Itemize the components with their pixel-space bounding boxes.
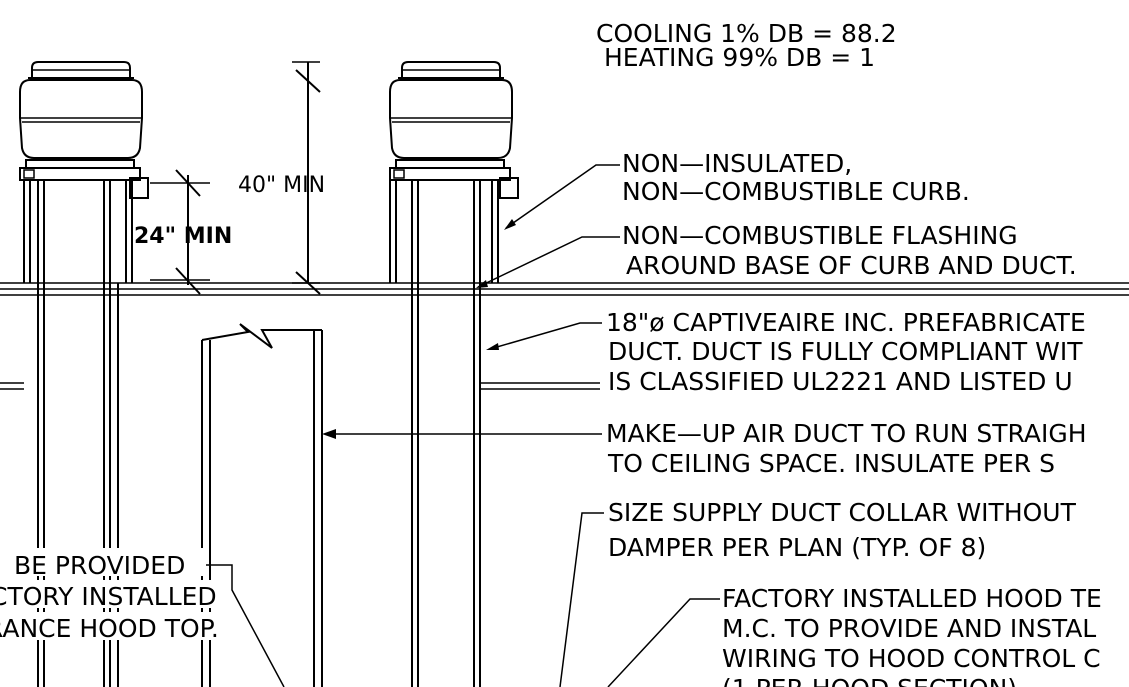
left-note: BE PROVIDED CTORY INSTALLED RANCE HOOD T… [0, 548, 285, 687]
hood-temp-note-line2: M.C. TO PROVIDE AND INSTAL [722, 614, 1096, 643]
left-note-line1: BE PROVIDED [14, 551, 185, 580]
dimension-24-label: 24" MIN [134, 224, 232, 249]
curb-note: NON—INSULATED, NON—COMBUSTIBLE CURB. [504, 149, 970, 230]
supply-collar-note-line2: DAMPER PER PLAN (TYP. OF 8) [608, 533, 986, 562]
dimension-24-min: 24" MIN [134, 169, 232, 295]
hood-temp-note: FACTORY INSTALLED HOOD TE M.C. TO PROVID… [607, 584, 1102, 687]
grease-duct-note-line2: DUCT. DUCT IS FULLY COMPLIANT WIT [608, 337, 1083, 366]
cooling-design-label: COOLING 1% DB = 88.2 [596, 19, 897, 48]
heating-design-label: HEATING 99% DB = 1 [604, 43, 875, 72]
hood-temp-note-line4: (1 PER HOOD SECTION) [722, 674, 1017, 687]
makeup-air-note-line1: MAKE—UP AIR DUCT TO RUN STRAIGH [606, 419, 1087, 448]
ceiling-line [0, 382, 600, 390]
left-exhaust-fan [19, 61, 149, 199]
hood-temp-note-line1: FACTORY INSTALLED HOOD TE [722, 584, 1102, 613]
dimension-40-min: 40" MIN [238, 61, 325, 295]
left-note-line2: CTORY INSTALLED [0, 582, 217, 611]
dimension-40-label: 40" MIN [238, 173, 325, 198]
left-note-line3: RANCE HOOD TOP. [0, 614, 219, 643]
roof-deck [0, 282, 1129, 296]
flashing-note-line2: AROUND BASE OF CURB AND DUCT. [626, 251, 1077, 280]
grease-duct-note: 18"ø CAPTIVEAIRE INC. PREFABRICATE DUCT.… [486, 308, 1086, 396]
flashing-note: NON—COMBUSTIBLE FLASHING AROUND BASE OF … [476, 221, 1077, 288]
curb-note-line1: NON—INSULATED, [622, 149, 852, 178]
makeup-air-note-line2: TO CEILING SPACE. INSULATE PER S [607, 449, 1055, 478]
grease-duct-note-line1: 18"ø CAPTIVEAIRE INC. PREFABRICATE [606, 308, 1086, 337]
hood-temp-note-line3: WIRING TO HOOD CONTROL C [722, 644, 1101, 673]
grease-duct-note-line3: IS CLASSIFIED UL2221 AND LISTED U [608, 367, 1073, 396]
supply-collar-note: SIZE SUPPLY DUCT COLLAR WITHOUT DAMPER P… [559, 498, 1077, 687]
curb-note-line2: NON—COMBUSTIBLE CURB. [622, 177, 970, 206]
right-exhaust-fan [389, 61, 519, 199]
makeup-air-note: MAKE—UP AIR DUCT TO RUN STRAIGH TO CEILI… [322, 419, 1087, 478]
supply-collar-note-line1: SIZE SUPPLY DUCT COLLAR WITHOUT [608, 498, 1077, 527]
flashing-note-line1: NON—COMBUSTIBLE FLASHING [622, 221, 1018, 250]
